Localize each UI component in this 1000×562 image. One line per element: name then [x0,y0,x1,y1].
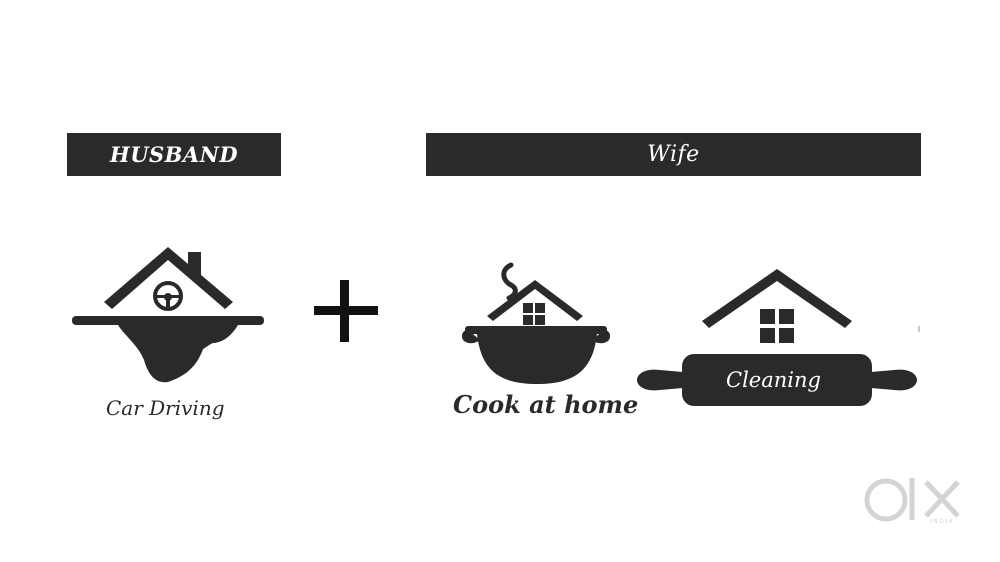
husband-banner: HUSBAND [67,133,281,176]
watermark-sub: INDIA [930,518,955,525]
wife-banner: Wife [426,133,921,176]
car-driving-caption: Car Driving [106,396,225,420]
edge-fleck [918,326,920,332]
olx-logo-icon [864,478,960,522]
house-serving-tray-steering-wheel-icon [72,247,264,383]
cleaning-caption: Cleaning [726,368,821,392]
husband-label: HUSBAND [109,142,239,167]
house-pot-icon [461,262,611,384]
house-rolling-pin-icon [637,269,917,406]
cook-at-home-caption: Cook at home [453,390,639,419]
wife-label: Wife [647,142,700,167]
plus-icon [314,280,378,342]
